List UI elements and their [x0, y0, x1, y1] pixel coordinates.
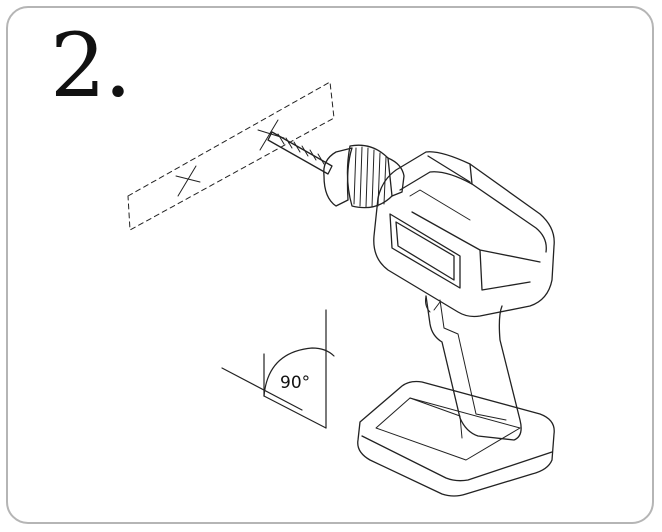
drill-battery-base — [357, 380, 555, 497]
instruction-panel — [6, 6, 654, 524]
workpiece-outline — [127, 81, 335, 231]
drill-handle — [425, 295, 522, 441]
step-number: 2. — [50, 14, 132, 117]
drill-chuck — [323, 144, 405, 209]
drill-body — [373, 151, 555, 318]
right-angle-indicator — [221, 309, 335, 429]
angle-label: 90° — [280, 373, 310, 393]
drill-bit — [267, 131, 333, 175]
drill-mark-crosses — [175, 119, 285, 197]
